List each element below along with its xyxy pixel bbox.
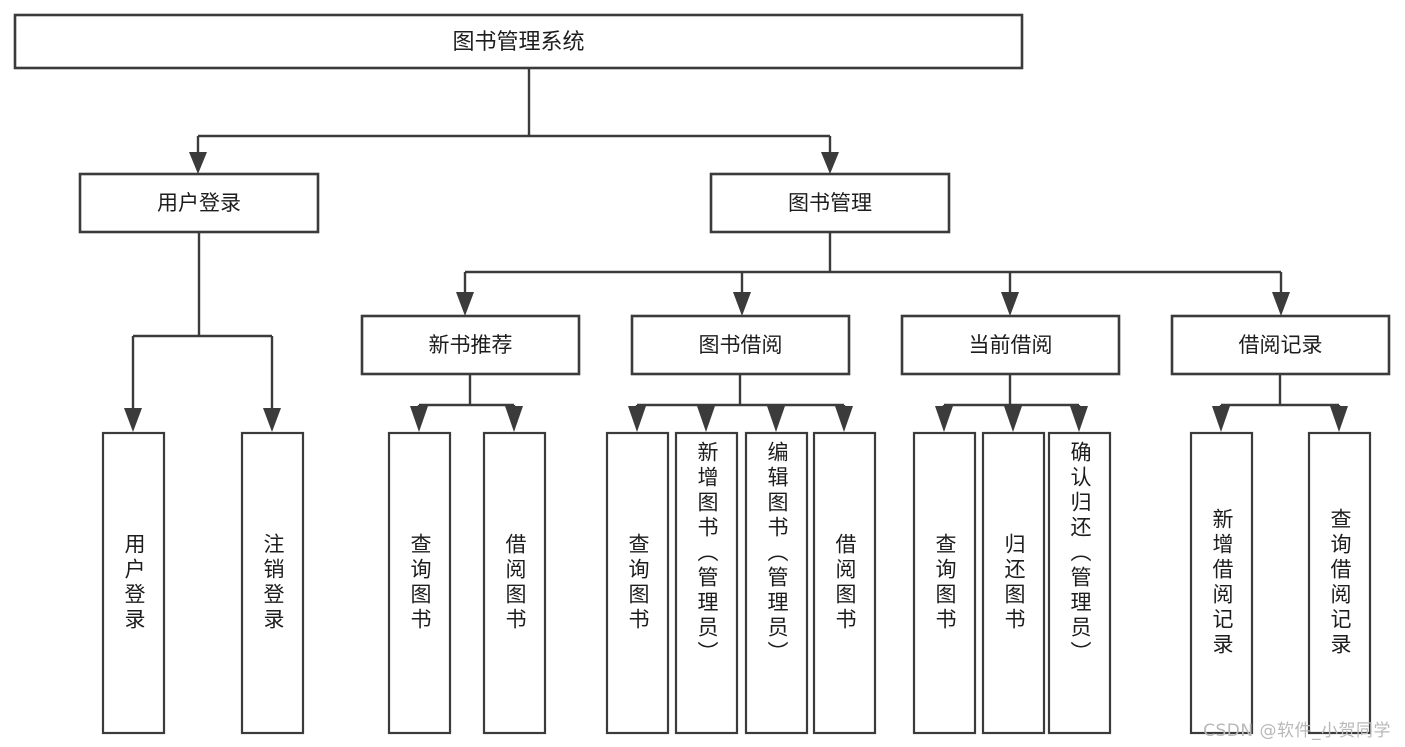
arrow-head-leaf-user-login [124,408,142,432]
arrow-head-leaf-logout [263,408,281,432]
node-user-login-label: 用户登录 [157,191,241,215]
node-current-borrow-label: 当前借阅 [969,333,1053,357]
leaf-box-br-query-record[interactable] [1307,431,1372,735]
node-book-borrow-rect[interactable] [630,314,851,376]
node-new-book-recommend[interactable]: 新书推荐 [360,314,581,376]
node-root[interactable]: 图书管理系统 [13,13,1024,70]
leaf-box-cb-query-book[interactable] [912,431,977,735]
arrow-head-user-login [189,152,207,174]
arrow-head-nb-1 [410,406,428,432]
node-book-manage-label: 图书管理 [788,191,872,215]
node-new-book-recommend-label: 新书推荐 [429,333,513,357]
leaf-box-cb-confirm-return[interactable] [1047,431,1112,735]
leaf-box-user-login[interactable] [101,431,166,735]
arrow-head-book-borrow [733,292,751,316]
connector-borrow-record-to-leaves [1212,374,1348,432]
node-borrow-record[interactable]: 借阅记录 [1170,314,1391,376]
arrow-head-book-manage [821,152,839,174]
node-new-book-recommend-rect[interactable] [360,314,581,376]
arrow-head-bb-3 [767,406,785,432]
leaf-box-bb-query-book[interactable] [605,431,670,735]
node-book-manage-rect[interactable] [709,172,951,234]
node-borrow-record-label: 借阅记录 [1239,333,1323,357]
arrow-head-cb-1 [935,406,953,432]
arrow-head-cb-2 [1004,406,1022,432]
arrow-head-current-borrow [1001,292,1019,316]
node-book-borrow[interactable]: 图书借阅 [630,314,851,376]
arrow-head-new-book [456,292,474,316]
arrow-head-bb-1 [628,406,646,432]
node-borrow-record-rect[interactable] [1170,314,1391,376]
connector-root-to-level2 [189,68,839,174]
leaf-box-bb-borrow-book[interactable] [812,431,877,735]
connector-current-borrow-to-leaves [935,374,1088,432]
node-book-manage[interactable]: 图书管理 [709,172,951,234]
connector-user-login-to-leaves [124,232,281,432]
connector-book-manage-to-level3 [456,232,1290,316]
arrow-head-bb-2 [697,406,715,432]
leaf-box-logout[interactable] [240,431,305,735]
leaf-box-br-add-record[interactable] [1189,431,1254,735]
csdn-watermark: CSDN @软件_小贺同学 [1203,721,1391,741]
arrow-head-borrow-record [1272,292,1290,316]
node-book-borrow-label: 图书借阅 [699,333,783,357]
leaf-box-cb-return-book[interactable] [981,431,1046,735]
connector-book-borrow-to-leaves [628,374,853,432]
connector-new-book-to-leaves [410,374,523,432]
node-current-borrow[interactable]: 当前借阅 [900,314,1121,376]
arrow-head-bb-4 [835,406,853,432]
arrow-head-nb-2 [505,406,523,432]
leaf-box-bb-add-book[interactable] [674,431,739,735]
node-root-rect[interactable] [13,13,1024,70]
arrow-head-br-1 [1212,406,1230,432]
leaf-box-nbr-borrow-book[interactable] [482,431,547,735]
arrow-head-cb-3 [1070,406,1088,432]
leaf-box-nbr-query-book[interactable] [387,431,452,735]
leaf-box-bb-edit-book[interactable] [744,431,809,735]
arrow-head-br-2 [1330,406,1348,432]
node-user-login[interactable]: 用户登录 [78,172,320,234]
node-current-borrow-rect[interactable] [900,314,1121,376]
node-root-label: 图书管理系统 [452,30,584,55]
